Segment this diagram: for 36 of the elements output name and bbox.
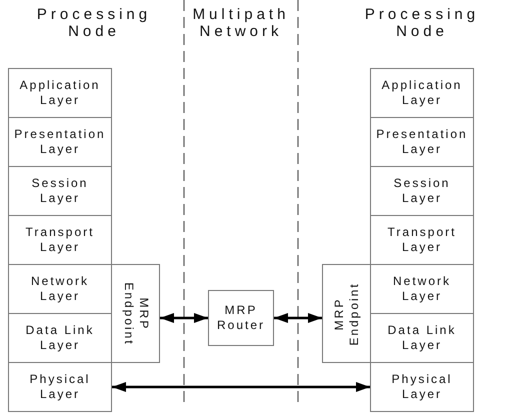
router-box — [208, 290, 274, 346]
endpoint-label: MRP Endpoint — [120, 282, 150, 346]
layer-box — [8, 166, 112, 216]
layer-box — [8, 68, 112, 118]
layer-box — [8, 362, 112, 412]
layer-label: Transport Layer — [24, 225, 96, 255]
layer-label: Presentation Layer — [375, 127, 469, 157]
layer-label: Data Link Layer — [24, 323, 96, 353]
layer-label: Application Layer — [380, 78, 464, 108]
column-heading: Processing Node — [36, 6, 152, 40]
layer-label: Presentation Layer — [13, 127, 107, 157]
layer-label: Network Layer — [392, 274, 452, 304]
endpoint-box — [111, 264, 160, 363]
layer-box — [8, 215, 112, 265]
layer-label: Data Link Layer — [386, 323, 458, 353]
endpoint-box — [322, 264, 371, 363]
column-heading: Multipath Network — [192, 6, 290, 40]
layer-box — [370, 215, 474, 265]
double-arrow — [112, 382, 370, 392]
router-label: MRP Router — [216, 303, 265, 333]
layer-box — [370, 362, 474, 412]
layer-label: Session Layer — [30, 176, 90, 206]
double-arrow — [274, 313, 322, 323]
endpoint-label: MRP Endpoint — [332, 282, 362, 346]
column-heading: Processing Node — [364, 6, 480, 40]
layer-label: Application Layer — [18, 78, 102, 108]
layer-label: Session Layer — [392, 176, 452, 206]
layer-box — [370, 68, 474, 118]
layer-box — [370, 117, 474, 167]
layer-label: Physical Layer — [390, 372, 454, 402]
layer-label: Network Layer — [30, 274, 90, 304]
layer-label: Physical Layer — [28, 372, 92, 402]
layer-box — [8, 117, 112, 167]
double-arrow — [160, 313, 208, 323]
layer-box — [370, 166, 474, 216]
layer-label: Transport Layer — [386, 225, 458, 255]
